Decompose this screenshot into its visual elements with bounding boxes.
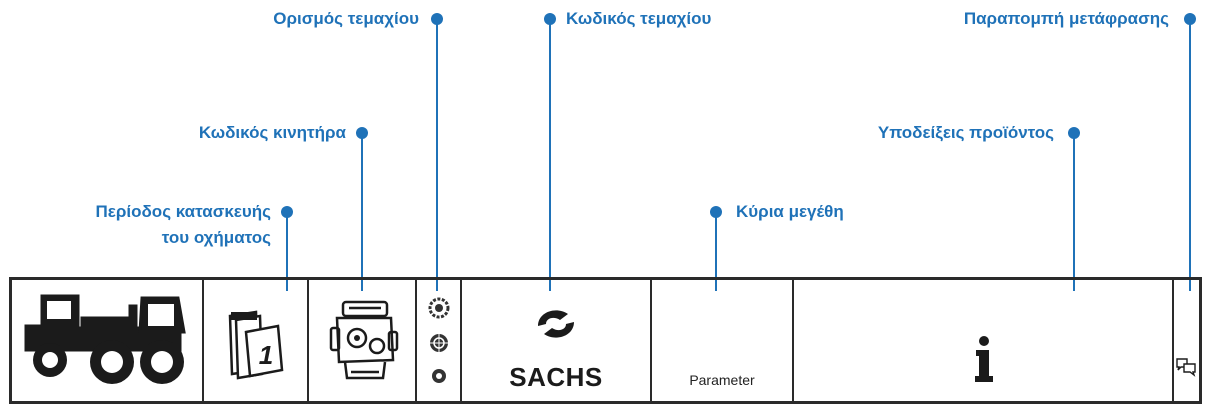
callout-part-definition: Ορισμός τεμαχίου <box>273 9 419 28</box>
callout-main-dimensions: Κύρια μεγέθη <box>736 202 844 221</box>
leader-line-product-notes <box>1073 133 1075 291</box>
translation-speech-icon <box>1176 358 1196 377</box>
cell-product-notes <box>794 280 1174 401</box>
release-bearing-icon <box>432 369 446 383</box>
leader-line-build-period <box>286 212 288 291</box>
callout-build-period: Περίοδος κατασκευής του οχήματος <box>96 199 271 251</box>
cell-translation-reference <box>1174 280 1199 401</box>
callout-build-period-line1: Περίοδος κατασκευής <box>95 202 271 221</box>
cell-vehicle <box>12 280 204 401</box>
pressure-plate-icon <box>430 334 448 352</box>
catalog-header-row: 1 <box>9 277 1202 404</box>
cell-main-dimensions: Parameter <box>652 280 794 401</box>
leader-line-part-code <box>549 19 551 291</box>
callout-build-period-line2: του οχήματος <box>161 228 271 247</box>
sachs-logo-text: SACHS <box>509 362 603 392</box>
tractor-icon <box>24 294 186 384</box>
calendar-icon: 1 <box>228 310 284 380</box>
cell-part-code: SACHS <box>462 280 652 401</box>
info-icon <box>975 336 993 382</box>
clutch-disc-icon <box>428 297 450 319</box>
leader-line-translation-reference <box>1189 19 1191 291</box>
svg-text:1: 1 <box>259 340 273 370</box>
leader-line-main-dimensions <box>715 212 717 291</box>
callout-engine-code: Κωδικός κινητήρα <box>198 123 346 142</box>
engine-icon <box>329 300 399 380</box>
cell-engine <box>309 280 417 401</box>
cell-build-period: 1 <box>204 280 309 401</box>
sachs-logo <box>538 310 574 338</box>
parameter-label: Parameter <box>689 372 755 388</box>
cell-part-definition <box>417 280 462 401</box>
leader-line-engine-code <box>361 133 363 291</box>
callout-product-notes: Υποδείξεις προϊόντος <box>877 123 1054 142</box>
leader-line-part-definition <box>436 19 438 291</box>
callout-translation-reference: Παραπομπή μετάφρασης <box>963 9 1169 28</box>
callout-part-code: Κωδικός τεμαχίου <box>566 9 712 28</box>
